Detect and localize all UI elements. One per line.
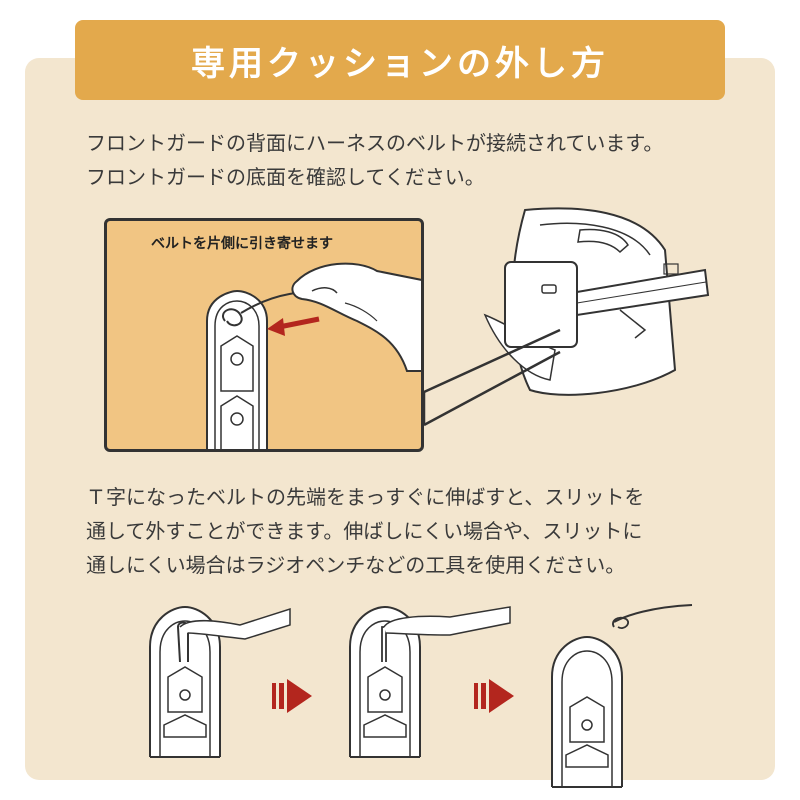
step-1 <box>149 606 291 758</box>
step-arrow-icon <box>474 679 514 713</box>
red-arrow-icon <box>267 316 320 336</box>
title-banner: 専用クッションの外し方 <box>75 20 725 100</box>
step-3 <box>551 604 693 788</box>
instruction-line: 通して外すことができます。伸ばしにくい場合や、スリットに <box>86 519 643 543</box>
intro-line: フロントガードの背面にハーネスのベルトが接続されています。 <box>86 131 664 155</box>
instruction-line: Ｔ字になったベルトの先端をまっすぐに伸ばすと、スリットを <box>86 485 645 509</box>
step-2 <box>349 606 511 758</box>
intro-line: フロントガードの底面を確認してください。 <box>86 165 485 189</box>
step-arrow-icon <box>272 679 312 713</box>
callout-box: ベルトを片側に引き寄せます <box>104 218 424 452</box>
page-title: 専用クッションの外し方 <box>191 43 609 84</box>
callout-label: ベルトを片側に引き寄せます <box>151 236 333 252</box>
callout-illustration <box>206 262 421 449</box>
instruction-text: Ｔ字になったベルトの先端をまっすぐに伸ばすと、スリットを 通して外すことができま… <box>86 480 644 582</box>
intro-text: フロントガードの背面にハーネスのベルトが接続されています。 フロントガードの底面… <box>86 126 663 194</box>
instruction-line: 通しにくい場合はラジオペンチなどの工具を使用ください。 <box>86 553 626 577</box>
hand-pull-icon <box>291 262 421 372</box>
